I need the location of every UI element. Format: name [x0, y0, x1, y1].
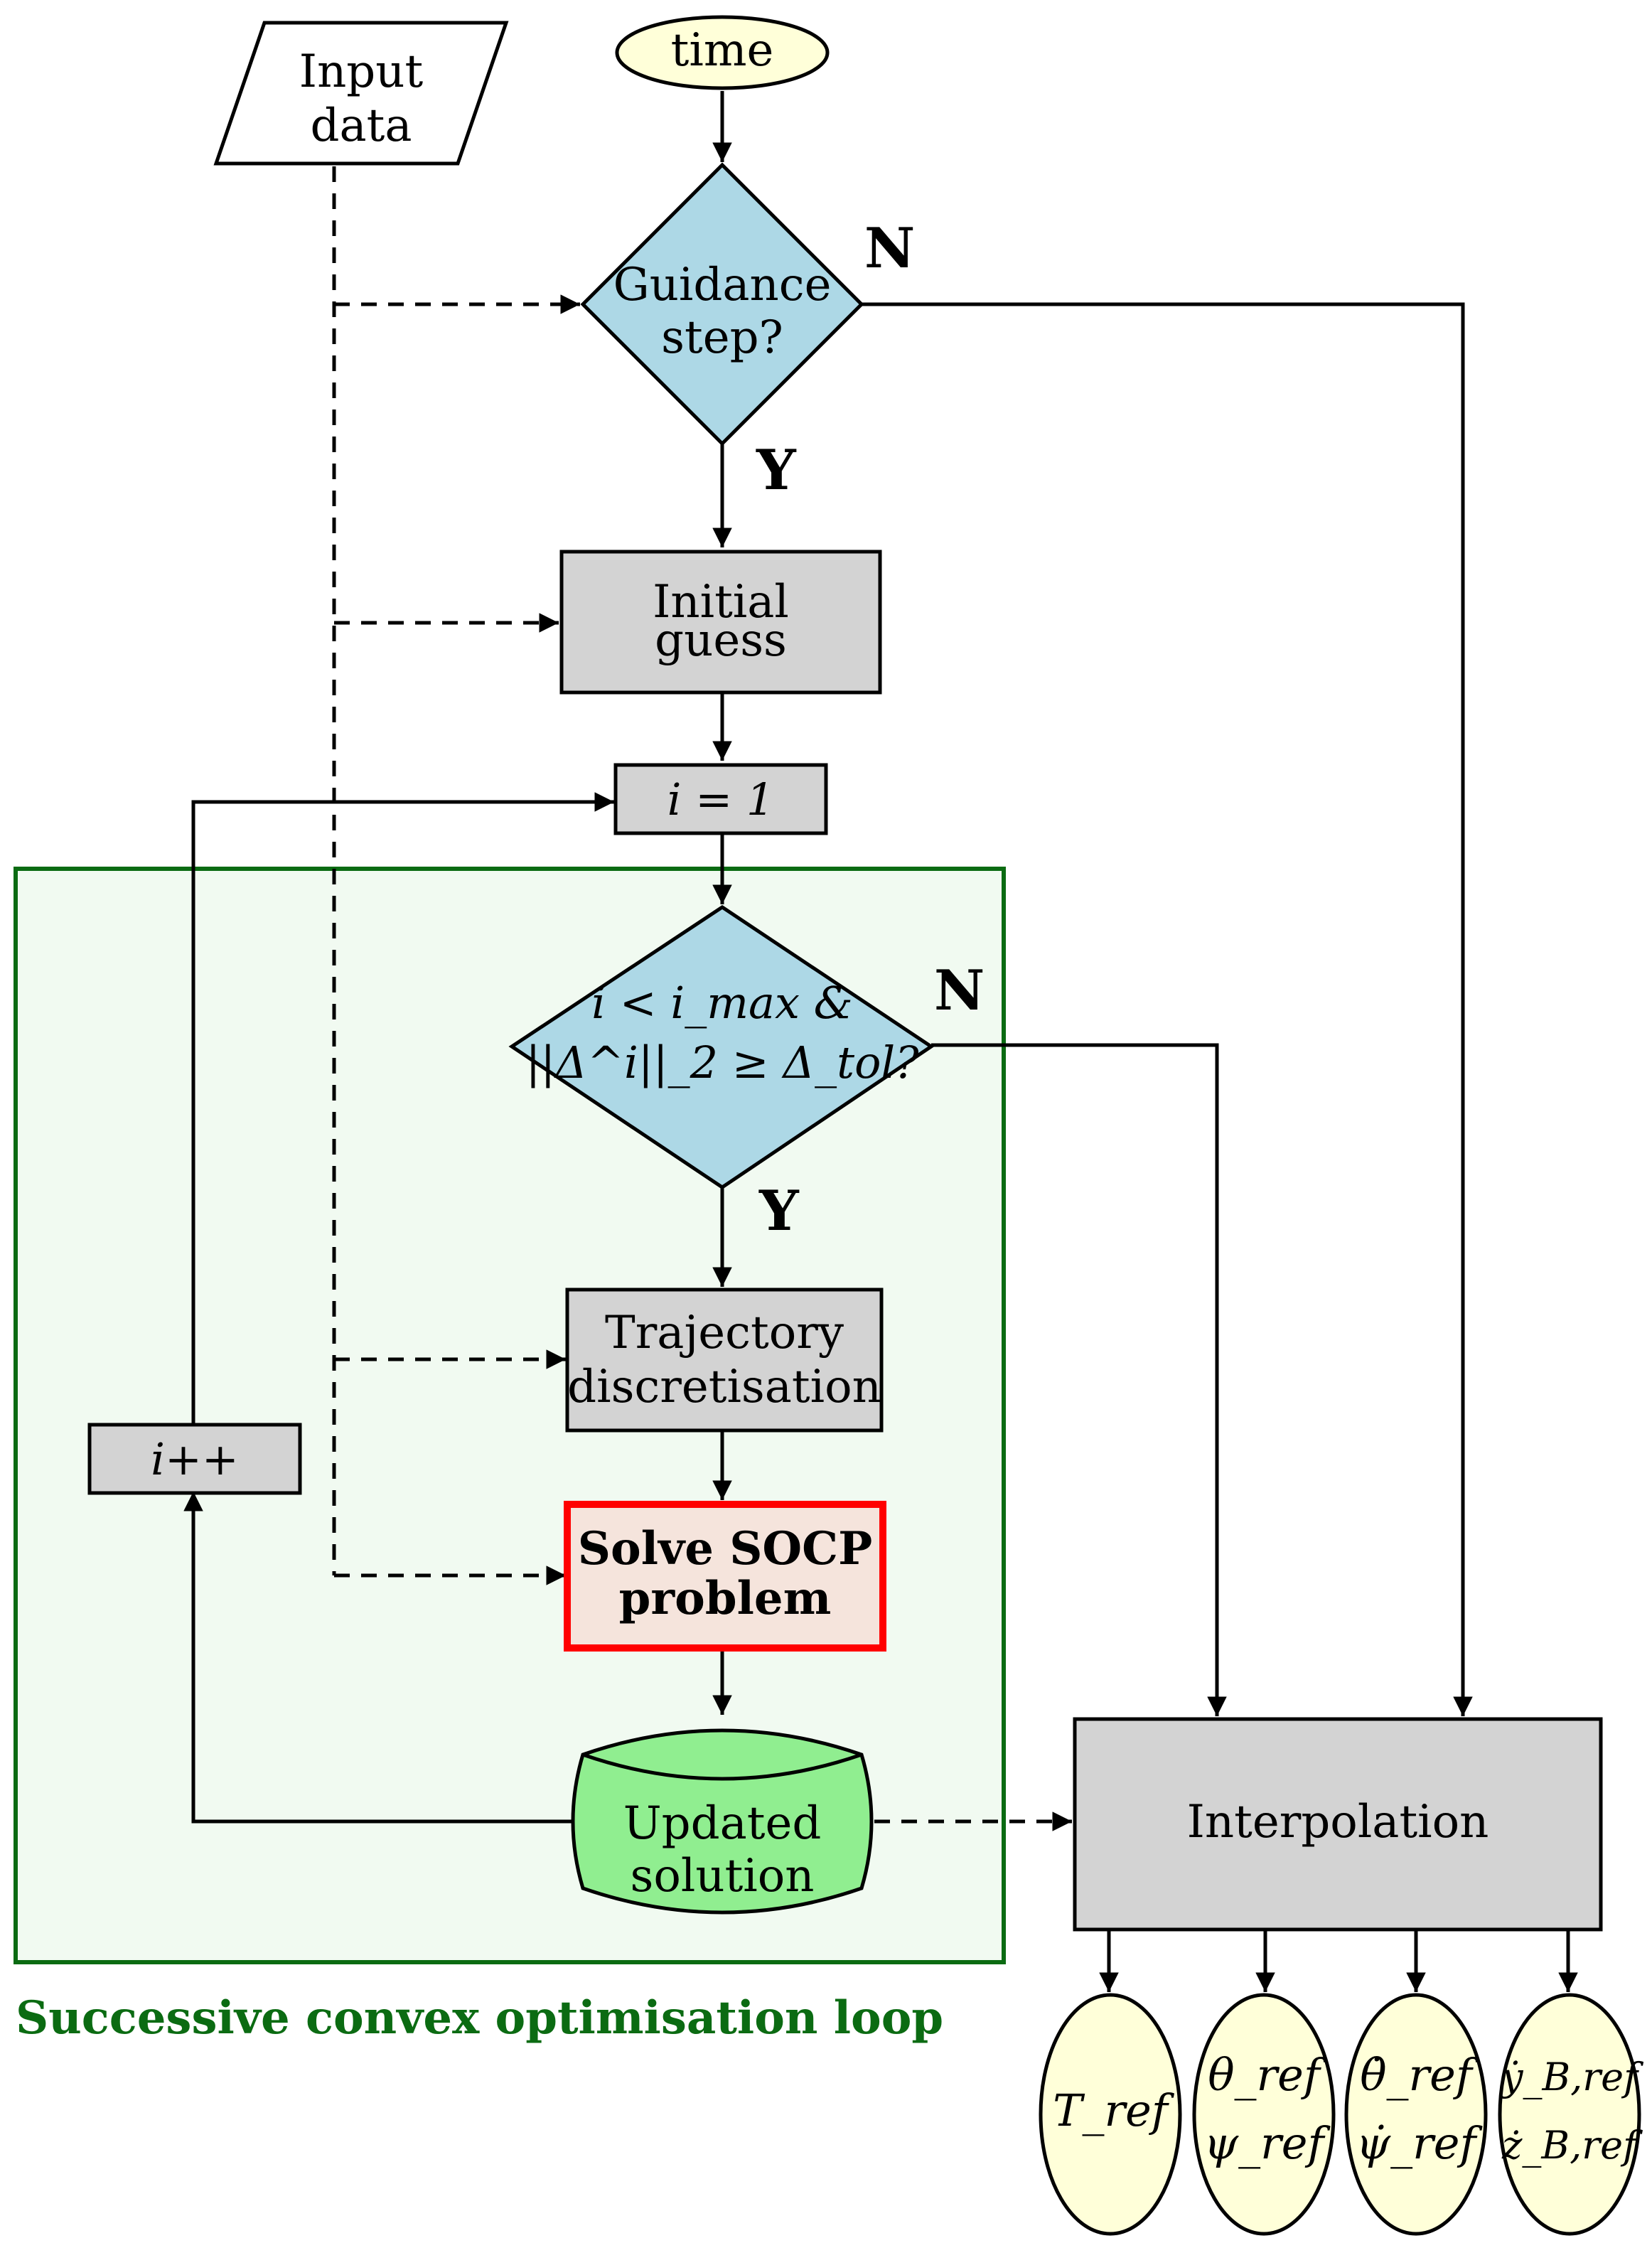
edge-condition-no-interpolation [931, 1043, 1227, 1716]
svg-text:ψ_ref: ψ_ref [1204, 2117, 1331, 2169]
init-counter-node: i = 1 [613, 763, 828, 835]
svg-text:discretisation: discretisation [567, 1361, 881, 1413]
svg-text:step?: step? [661, 311, 783, 364]
svg-text:problem: problem [619, 1572, 832, 1625]
trajectory-discretisation-node: Trajectory discretisation [565, 1288, 884, 1433]
output-theta-psi-ref: θ_ref ψ_ref [1192, 1993, 1336, 2236]
optimisation-loop-label: Successive convex optimisation loop [16, 1991, 943, 2045]
guidance-yes-label: Y [756, 438, 797, 503]
svg-text:T_ref: T_ref [1053, 2084, 1175, 2136]
convergence-decision: i < i_max & ||Δ^i||_2 ≥ Δ_tol? [508, 904, 935, 1190]
updated-solution-node: Updated solution [571, 1728, 874, 1915]
output-theta-psi-rate-ref: θ̇_ref ψ̇_ref [1344, 1993, 1488, 2236]
edge-guidance-no-interpolation [862, 302, 1473, 1716]
time-node: time [615, 15, 830, 90]
increment-counter-node: i++ [87, 1423, 302, 1495]
svg-text:i++: i++ [151, 1433, 239, 1485]
condition-yes-label: Y [758, 1179, 800, 1243]
edge-increment-init [191, 792, 614, 1423]
svg-text:time: time [671, 24, 774, 77]
svg-text:Solve SOCP: Solve SOCP [578, 1522, 872, 1575]
svg-text:Input: Input [299, 46, 424, 98]
input-data-node: Input data [213, 21, 509, 166]
svg-text:Trajectory: Trajectory [605, 1307, 844, 1359]
svg-text:ẏ_B,ref: ẏ_B,ref [1500, 2055, 1643, 2099]
svg-text:ż_B,ref: ż_B,ref [1501, 2123, 1643, 2168]
solve-socp-node: Solve SOCP problem [564, 1501, 886, 1652]
svg-text:Guidance: Guidance [613, 259, 832, 311]
initial-guess-node: Initial guess [559, 550, 882, 695]
interpolation-node: Interpolation [1073, 1717, 1603, 1932]
output-t-ref: T_ref [1039, 1993, 1182, 2236]
edge-updated-increment [183, 1492, 583, 1824]
svg-text:Updated: Updated [623, 1797, 822, 1850]
svg-text:θ̇_ref: θ̇_ref [1360, 2049, 1479, 2101]
guidance-step-decision: Guidance step? [580, 162, 864, 446]
svg-text:solution: solution [631, 1850, 815, 1902]
svg-text:ψ̇_ref: ψ̇_ref [1356, 2117, 1484, 2169]
condition-no-label: N [934, 958, 985, 1023]
output-yb-zb-rate-ref: ẏ_B,ref ż_B,ref [1498, 1993, 1643, 2236]
svg-text:guess: guess [655, 614, 787, 667]
svg-text:||Δ^i||_2 ≥ Δ_tol?: ||Δ^i||_2 ≥ Δ_tol? [525, 1037, 919, 1088]
svg-text:data: data [311, 100, 412, 152]
svg-text:i = 1: i = 1 [667, 774, 775, 825]
svg-text:Interpolation: Interpolation [1187, 1796, 1489, 1848]
svg-text:θ_ref: θ_ref [1208, 2049, 1327, 2101]
svg-text:Initial: Initial [653, 576, 789, 628]
guidance-no-label: N [864, 216, 915, 281]
svg-text:i < i_max &: i < i_max & [591, 977, 853, 1029]
